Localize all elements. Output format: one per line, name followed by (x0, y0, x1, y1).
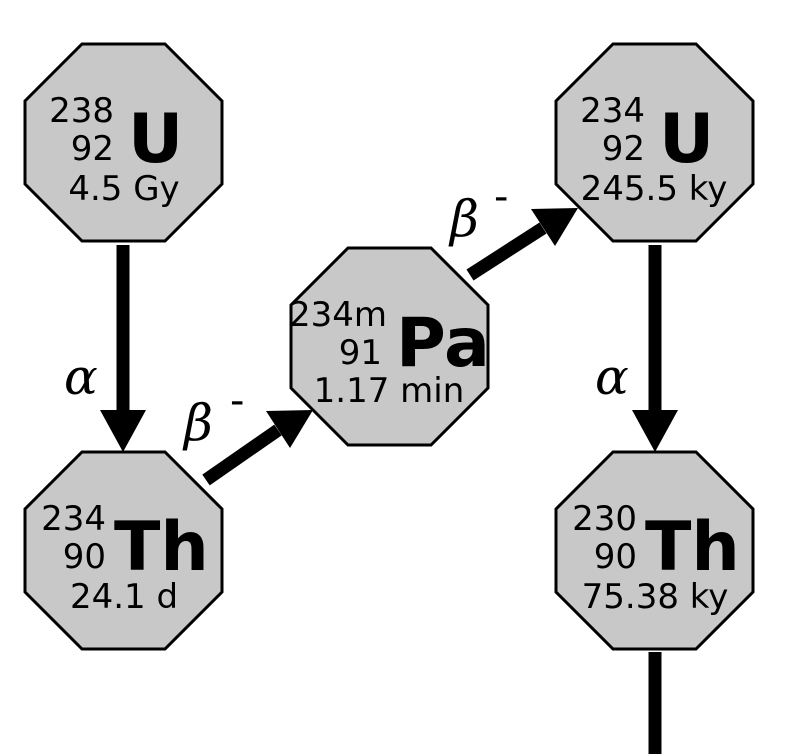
decay-label-alpha-1: α (64, 348, 98, 406)
nuclide-th230: 230 90 Th 75.38 ky (554, 450, 755, 651)
decay-label-beta-1: β - (182, 378, 244, 452)
nuclide-pa234m: 234m 91 Pa 1.17 min (289, 246, 490, 447)
mass-number: 234m (289, 295, 387, 335)
half-life: 4.5 Gy (68, 169, 179, 209)
half-life: 1.17 min (314, 371, 465, 411)
decay-label-alpha-2: α (595, 348, 629, 406)
half-life: 24.1 d (70, 577, 178, 617)
atomic-number: 90 (594, 537, 637, 577)
atomic-number: 92 (71, 129, 114, 169)
atomic-number: 92 (602, 129, 645, 169)
svg-text:-: - (494, 174, 508, 220)
half-life: 245.5 ky (581, 169, 728, 209)
element-symbol: Pa (396, 304, 490, 383)
svg-text:β: β (448, 190, 479, 248)
mass-number: 234 (580, 91, 645, 131)
mass-number: 234 (41, 499, 106, 539)
element-symbol: U (659, 100, 714, 179)
svg-text:-: - (230, 378, 244, 424)
mass-number: 238 (49, 91, 114, 131)
half-life: 75.38 ky (582, 577, 729, 617)
atomic-number: 91 (339, 333, 382, 373)
decay-arrow-th234-pa234m (202, 410, 313, 486)
element-symbol: U (128, 100, 183, 179)
element-symbol: Th (114, 508, 209, 587)
decay-label-beta-2: β - (448, 174, 508, 248)
svg-text:β: β (182, 394, 213, 452)
nuclide-th234: 234 90 Th 24.1 d (23, 450, 224, 651)
element-symbol: Th (645, 508, 740, 587)
mass-number: 230 (572, 499, 637, 539)
decay-arrow-pa234m-u234 (466, 208, 578, 281)
nuclide-u234: 234 92 U 245.5 ky (554, 42, 755, 243)
decay-arrow-u238-th234 (100, 245, 146, 452)
nuclide-u238: 238 92 U 4.5 Gy (23, 42, 224, 243)
atomic-number: 90 (63, 537, 106, 577)
decay-arrow-u234-th230 (632, 245, 678, 452)
